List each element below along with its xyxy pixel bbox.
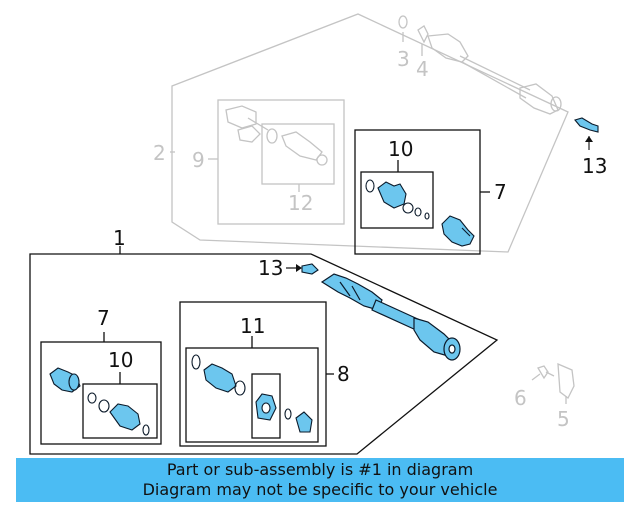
boot-kit-left (87, 392, 150, 436)
callout-13-right: 13 (582, 154, 607, 178)
callout-5: 5 (557, 407, 570, 431)
callout-8: 8 (337, 362, 350, 386)
callout-10-left: 10 (108, 348, 133, 372)
bolt-13-left (286, 263, 319, 275)
banner-line-2: Diagram may not be specific to your vehi… (142, 480, 498, 499)
boot-kit-upper (365, 179, 430, 220)
info-banner: Part or sub-assembly is #1 in diagram Di… (16, 458, 624, 502)
callout-6: 6 (514, 386, 527, 410)
callout-11: 11 (240, 314, 265, 338)
box-12 (261, 123, 335, 185)
background-assembly (170, 13, 575, 404)
callout-13-left: 13 (258, 256, 283, 280)
callout-7-left: 7 (97, 306, 110, 330)
box-8 (179, 301, 334, 447)
box-7-upper (354, 129, 490, 255)
callout-12: 12 (288, 191, 313, 215)
bolt-13-right (574, 117, 599, 150)
cv-joint-upper (441, 215, 475, 247)
callout-1: 1 (113, 226, 126, 250)
box-7-left (40, 332, 162, 445)
axle-shaft-assembly (320, 273, 461, 361)
callout-7-upper: 7 (494, 180, 507, 204)
background-assembly-outline (171, 13, 569, 253)
callout-9: 9 (192, 148, 205, 172)
banner-line-1: Part or sub-assembly is #1 in diagram (166, 460, 474, 479)
assembly-1-outline (29, 246, 499, 455)
box-9 (217, 99, 345, 225)
callout-2: 2 (153, 141, 166, 165)
callout-3: 3 (397, 47, 410, 71)
cv-joint-left (49, 367, 81, 393)
boot-kit-inner (191, 354, 313, 433)
callout-10-upper: 10 (388, 137, 413, 161)
callout-4: 4 (416, 57, 429, 81)
ghost-axle-shaft (427, 33, 562, 115)
